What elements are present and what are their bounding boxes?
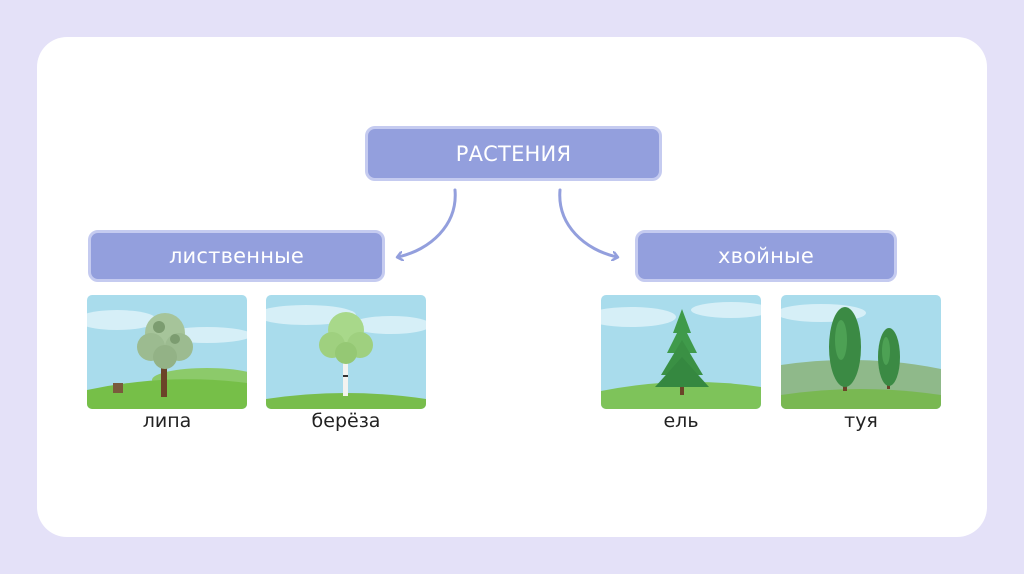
arrow-to-coniferous bbox=[560, 190, 617, 257]
birch-caption: берёза bbox=[266, 410, 426, 432]
coniferous-node-label: хвойные bbox=[718, 244, 814, 268]
spruce-tree-image bbox=[601, 295, 761, 409]
thuja-caption: туя bbox=[781, 410, 941, 432]
root-node-label: РАСТЕНИЯ bbox=[456, 142, 571, 166]
birch-tree-image bbox=[266, 295, 426, 409]
coniferous-node: хвойные bbox=[635, 230, 897, 282]
linden-caption: липа bbox=[87, 410, 247, 432]
deciduous-node-label: лиственные bbox=[169, 244, 304, 268]
spruce-caption: ель bbox=[601, 410, 761, 432]
root-node: РАСТЕНИЯ bbox=[365, 126, 662, 181]
arrow-to-deciduous bbox=[398, 190, 455, 257]
thuja-tree-image bbox=[781, 295, 941, 409]
linden-tree-image bbox=[87, 295, 247, 409]
deciduous-node: лиственные bbox=[88, 230, 385, 282]
